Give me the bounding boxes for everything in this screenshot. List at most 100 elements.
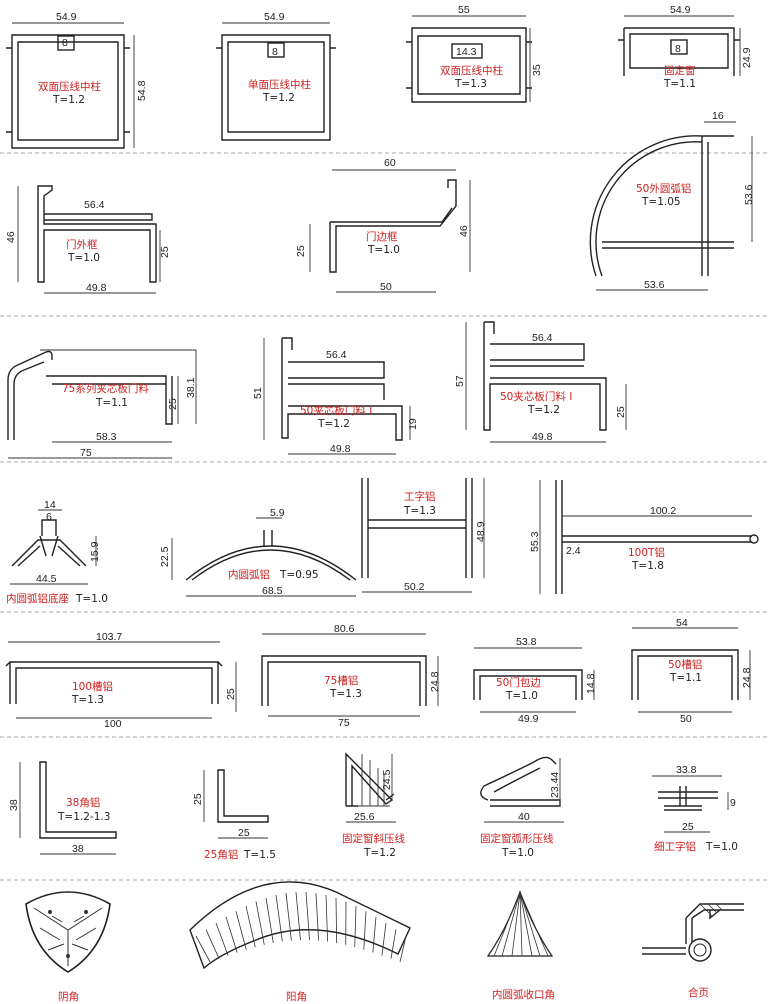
profile-name: 工字铝: [404, 490, 436, 503]
profile-name: 38角铝: [66, 796, 100, 809]
dim-width: 40: [518, 811, 530, 823]
profile-name: 门外框: [66, 238, 98, 251]
profile-p22: 23.44 40 固定窗弧形压线 T=1.0: [480, 756, 564, 859]
accessory-a1: 阴角: [25, 891, 111, 1003]
profile-thickness: T=1.0: [75, 593, 108, 605]
profile-p19: 38 38 38角铝 T=1.2-1.3: [8, 761, 117, 855]
profile-thickness: T=1.2: [527, 404, 560, 416]
dim-height: 22.5: [159, 546, 171, 567]
profile-p9: 51 56.4 19 49.8 50夹芯板门料 I T=1.2: [252, 337, 419, 455]
dim-top-width: 56.4: [84, 199, 105, 211]
dim-bottom-width: 49.8: [86, 282, 107, 294]
profile-p11: 14 6 15.9 44.5 内圆弧铝底座 T=1.0: [6, 499, 108, 605]
dim-slot: 8: [675, 43, 681, 55]
accessory-name: 合页: [688, 986, 709, 999]
profile-p14: 55.3 100.2 2.4 100T铝 T=1.8: [529, 480, 759, 594]
dim-width: 54: [676, 617, 688, 629]
profile-name: 50外圆弧铝: [636, 182, 691, 195]
dim-height: 24.8: [429, 671, 441, 692]
dim-slot: 8: [62, 37, 68, 49]
accessory-a4: 合页: [642, 903, 744, 999]
dim-step: 25: [615, 406, 627, 418]
dim-inner-width: 75: [338, 717, 350, 729]
dim-height: 15.9: [89, 541, 101, 562]
dim-height: 24.5: [381, 769, 393, 790]
profile-thickness: T=1.0: [505, 690, 538, 702]
profile-name: 门边框: [366, 230, 398, 243]
dim-width: 103.7: [96, 631, 122, 643]
dim-width: 54.9: [670, 4, 691, 16]
accessory-a2: 阳角: [189, 881, 411, 1003]
dim-bottom-width: 49.8: [532, 431, 553, 443]
profile-thickness: T=1.5: [243, 849, 276, 861]
dim-slot: 8: [272, 46, 278, 58]
profile-p12: 5.9 22.5 68.5 内圆弧铝 T=0.95: [159, 507, 357, 597]
profile-name: 25角铝: [204, 848, 238, 861]
profile-thickness: T=1.8: [631, 560, 664, 572]
dim-slot: 6: [46, 511, 52, 523]
dim-bottom-width: 50: [380, 281, 392, 293]
dim-height: 35: [531, 64, 543, 76]
profile-p1: 54.9 8 54.8 双面压线中柱 T=1.2: [6, 11, 148, 149]
profile-name: 单面压线中柱: [248, 78, 311, 91]
dim-bottom-width: 49.8: [330, 443, 351, 455]
dim-width: 25: [238, 827, 250, 839]
dim-height: 46: [458, 225, 470, 237]
dim-width: 60: [384, 157, 396, 169]
dim-width: 53.8: [516, 636, 537, 648]
dim-width: 68.5: [262, 585, 283, 597]
dim-height: 46: [5, 231, 17, 243]
profile-name: 100槽铝: [72, 680, 113, 693]
profile-thickness: T=1.05: [641, 196, 681, 208]
dim-height: 23.44: [549, 772, 561, 798]
dim-width: 100.2: [650, 505, 676, 517]
dim-height: 25: [225, 688, 237, 700]
profile-p15: 103.7 25 100 100槽铝 T=1.3: [5, 631, 237, 730]
profile-name: 固定窗斜压线: [342, 832, 405, 845]
accessory-name: 阳角: [286, 991, 307, 1003]
profile-thickness: T=1.3: [329, 688, 362, 700]
profile-p10: 57 56.4 25 49.8 50夹芯板门料 I T=1.2: [454, 321, 627, 443]
dim-lip: 16: [712, 110, 724, 122]
dim-width: 54.9: [56, 11, 77, 23]
dim-step: 25: [295, 245, 307, 257]
dim-gap: 5.9: [270, 507, 285, 519]
profile-p4: 54.9 8 24.9 固定窗 T=1.1: [618, 4, 753, 90]
profile-thickness: T=1.3: [403, 505, 436, 517]
dim-height: 51: [252, 387, 264, 399]
profile-p5: 46 56.4 25 49.8 门外框 T=1.0: [5, 185, 171, 294]
profile-name: 75槽铝: [324, 674, 358, 687]
profile-name: 细工字铝: [654, 840, 696, 853]
dim-width: 55: [458, 4, 470, 16]
dim-step: 19: [407, 418, 419, 430]
accessory-name: 阴角: [58, 991, 79, 1003]
profile-thickness: T=1.2: [262, 92, 295, 104]
profile-thickness: T=1.0: [67, 252, 100, 264]
dim-top-width: 56.4: [326, 349, 347, 361]
dim-inner-width: 49.9: [518, 713, 539, 725]
dim-top: 14: [44, 499, 56, 511]
profile-thickness: T=1.0: [705, 841, 738, 853]
dim-width: 25.6: [354, 811, 375, 823]
profile-name: 内圆弧铝: [228, 568, 270, 581]
dim-inner-width: 50: [680, 713, 692, 725]
profile-name: 75系列夹芯板门料: [62, 382, 149, 395]
dim-height: 53.6: [743, 184, 755, 205]
dim-width: 80.6: [334, 623, 355, 635]
profile-thickness: T=1.1: [663, 78, 696, 90]
dim-width: 33.8: [676, 764, 697, 776]
dim-width: 75: [80, 447, 92, 459]
dim-width: 53.6: [644, 279, 665, 291]
profile-p20: 25 25 25角铝 T=1.5: [192, 769, 276, 861]
profile-name: 50槽铝: [668, 658, 702, 671]
profile-p17: 53.8 14.8 49.9 50门包边 T=1.0: [473, 636, 597, 725]
profile-p18: 54 24.8 50 50槽铝 T=1.1: [631, 617, 753, 725]
profile-thickness: T=1.1: [95, 397, 128, 409]
dim-height: 48.9: [475, 521, 487, 542]
profile-thickness: T=1.3: [71, 694, 104, 706]
profile-p8: 38.1 25 58.3 75 75系列夹芯板门料 T=1.1: [7, 349, 197, 459]
profile-p3: 55 14.3 35 双面压线中柱 T=1.3: [406, 4, 543, 103]
dim-height: 9: [730, 797, 736, 809]
dim-height: 25: [192, 793, 204, 805]
